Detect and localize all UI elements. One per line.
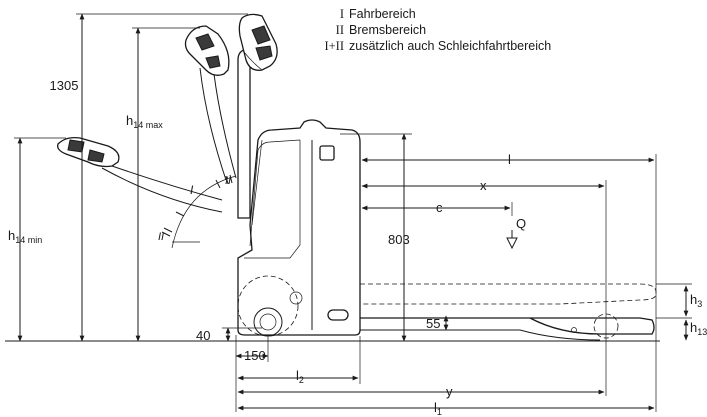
legend-key: I bbox=[339, 7, 344, 21]
dim-h14max: h14 max bbox=[126, 113, 163, 130]
legend-row-2: II Bremsbereich bbox=[300, 22, 551, 38]
dim-150: 150 bbox=[244, 348, 266, 363]
dim-l1: l1 bbox=[434, 400, 442, 417]
dim-y: y bbox=[446, 384, 453, 399]
dim-55: 55 bbox=[426, 316, 440, 331]
tiller-upright bbox=[237, 13, 278, 219]
zone-label-II: II bbox=[225, 175, 231, 187]
truck-body bbox=[237, 119, 361, 337]
legend-row-3: I+II zusätzlich auch Schleichfahrtbereich bbox=[300, 38, 551, 54]
dim-l: l bbox=[508, 152, 511, 167]
zone-label-I: I bbox=[190, 183, 194, 197]
legend-key: I+II bbox=[324, 39, 344, 53]
dim-x: x bbox=[480, 178, 487, 193]
dim-1305: 1305 bbox=[50, 78, 79, 93]
dim-h3: h3 bbox=[690, 292, 702, 309]
load-arrow-head bbox=[506, 237, 518, 250]
zone-tick bbox=[163, 227, 173, 233]
dim-h13: h13 bbox=[690, 320, 707, 337]
forks bbox=[359, 283, 657, 341]
zone-tick bbox=[225, 175, 229, 185]
zone-tick bbox=[215, 179, 221, 189]
legend-text: Bremsbereich bbox=[349, 23, 427, 37]
dim-Q: Q bbox=[516, 216, 526, 231]
dim-c: c bbox=[436, 200, 443, 215]
zone-tick bbox=[161, 231, 171, 237]
legend-text: Fahrbereich bbox=[349, 7, 416, 21]
dim-803: 803 bbox=[388, 232, 410, 247]
legend-key: II bbox=[335, 23, 344, 37]
zone-tick bbox=[229, 174, 233, 184]
dim-h14min: h14 min bbox=[8, 228, 42, 245]
tiller-max bbox=[184, 25, 237, 181]
zone-arc bbox=[171, 175, 237, 249]
zone-tick bbox=[175, 211, 185, 217]
legend-row-1: I Fahrbereich bbox=[300, 6, 551, 22]
dim-l2: l2 bbox=[296, 368, 304, 385]
dim-40: 40 bbox=[196, 328, 210, 343]
legend: I Fahrbereich II Bremsbereich I+II zusätzli… bbox=[300, 6, 551, 54]
zone-label-II-min: II bbox=[158, 231, 164, 243]
legend-text: zusätzlich auch Schleichfahrtbereich bbox=[349, 39, 552, 53]
